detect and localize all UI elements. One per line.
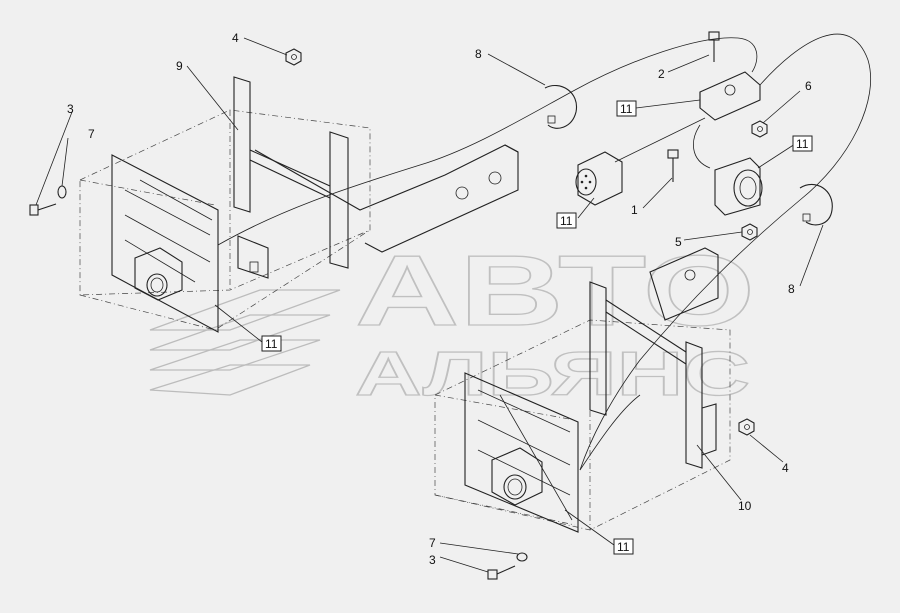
right-bracket — [589, 247, 719, 469]
plug-wire — [614, 117, 706, 163]
bolt-3-left — [29, 203, 57, 216]
svg-text:11: 11 — [796, 137, 809, 151]
washer-7-bottom — [516, 552, 528, 562]
nut-4-bottom — [738, 418, 755, 436]
cable-clip-8-top — [544, 85, 577, 129]
callout-3-bottom: 3 — [429, 553, 436, 567]
svg-text:11: 11 — [620, 102, 633, 116]
svg-text:11: 11 — [560, 214, 573, 228]
callout-4-bottom: 4 — [782, 461, 789, 475]
box-label-11-right-lamp: 11 — [613, 538, 634, 555]
nut-5 — [741, 223, 758, 241]
right-lamp-wire — [579, 33, 872, 471]
left-lamp-plate — [111, 154, 219, 333]
right-lamp-body — [491, 447, 543, 506]
washer-7-left — [57, 185, 67, 199]
connector-plug — [575, 151, 623, 206]
nut-4-top — [285, 48, 302, 66]
svg-text:11: 11 — [617, 540, 630, 554]
connector-socket — [714, 157, 763, 216]
bolt-3-bottom — [487, 565, 516, 580]
callout-4-top: 4 — [232, 31, 239, 45]
svg-text:11: 11 — [265, 337, 278, 351]
callout-9: 9 — [176, 59, 183, 73]
leader-lines — [35, 37, 824, 573]
socket-wire — [693, 124, 711, 169]
left-mounting-outline — [79, 109, 371, 331]
box-label-11-plug: 11 — [556, 212, 577, 229]
left-lamp-assembly — [79, 37, 739, 333]
left-lamp-body — [134, 247, 183, 301]
callout-10: 10 — [738, 499, 752, 513]
right-lamp-lead — [579, 394, 641, 471]
junction-wire-top — [737, 37, 758, 73]
callout-7-left: 7 — [88, 127, 95, 141]
left-bracket — [233, 76, 349, 279]
callout-6: 6 — [805, 79, 812, 93]
bolt-2 — [708, 31, 720, 62]
callout-5: 5 — [675, 235, 682, 249]
right-lamp-assembly — [434, 247, 731, 533]
box-label-11-left-lamp: 11 — [261, 335, 282, 352]
watermark-line2: АЛЬЯНС — [355, 340, 750, 409]
box-label-11-socket: 11 — [792, 135, 813, 152]
watermark-line1: АВТО — [355, 235, 755, 347]
callout-8-right: 8 — [788, 282, 795, 296]
junction-box — [699, 71, 761, 121]
nut-6 — [751, 120, 768, 138]
drawbar-arm — [254, 144, 519, 253]
cable-clip-8-right — [799, 183, 833, 226]
callout-1: 1 — [631, 203, 638, 217]
callout-2: 2 — [658, 67, 665, 81]
callout-7-bottom: 7 — [429, 536, 436, 550]
callout-8-top: 8 — [475, 47, 482, 61]
box-label-11-junction: 11 — [616, 100, 637, 117]
right-lamp-plate — [464, 372, 579, 533]
left-lamp-wire — [217, 37, 739, 246]
bolt-1 — [667, 149, 679, 182]
callout-labels: 4 9 3 7 8 2 6 1 5 8 4 10 7 3 — [67, 31, 812, 567]
watermark-logo — [149, 289, 341, 396]
callout-3-left: 3 — [67, 102, 74, 116]
